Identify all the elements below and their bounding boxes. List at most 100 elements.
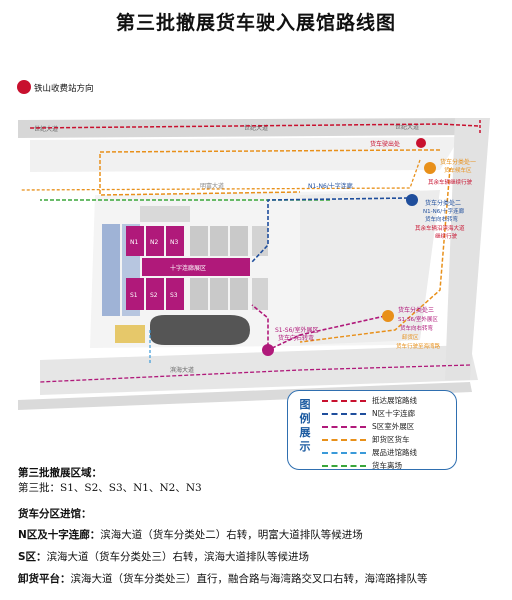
legend-title-char: 例	[299, 412, 311, 425]
hall-n1	[126, 226, 144, 256]
checkpoint-1-sub: 货车候车区	[444, 166, 472, 174]
hall-s3	[166, 278, 184, 310]
batch-area-title: 第三批撤展区域：	[18, 465, 102, 480]
cross-corridor	[142, 258, 250, 276]
batch-line: 第三批：S1、S2、S3、N1、N2、N3	[18, 480, 202, 495]
hall-gray-s5	[210, 278, 228, 310]
hall-gray-s4	[190, 278, 208, 310]
north-block	[30, 137, 460, 172]
legend-title-char: 示	[299, 440, 311, 453]
north-strip	[140, 206, 190, 222]
west-hall-1	[102, 224, 120, 316]
checkpoint-1-marker	[424, 162, 436, 174]
legend-label-unload: 卸货区货车	[372, 435, 410, 444]
unload-platform	[115, 325, 145, 343]
s-zone-label-2: 货车向右转弯	[278, 334, 314, 342]
legend-line-exhibit	[322, 452, 366, 454]
hall-n2	[146, 226, 164, 256]
south-halls: S1 S2 S3	[126, 278, 184, 310]
legend-label-arrival: 抵达展馆路线	[372, 396, 417, 405]
truck-exit-label: 货车驶出处	[370, 140, 400, 148]
checkpoint-2-note1: 货车向右转弯	[425, 215, 459, 223]
legend-line-s-zone	[322, 426, 366, 428]
checkpoint-2-marker	[406, 194, 418, 206]
hall-gray-n5	[210, 226, 228, 256]
batch-line-value: S1、S2、S3、N1、N2、N3	[60, 482, 202, 494]
checkpoint-3-note2: 卸货区	[402, 333, 419, 341]
truck-exit-marker	[416, 138, 426, 148]
route-unload	[99, 149, 451, 343]
south-road	[18, 382, 472, 410]
hall-n1-label: N1	[130, 239, 138, 246]
hall-s1-label: S1	[130, 292, 138, 299]
legend-line-arrival	[322, 400, 366, 402]
checkpoint-2-note2: 其余车辆沿滨海大道	[415, 224, 465, 232]
legend-line-unload	[322, 439, 366, 441]
toll-station-icon	[17, 80, 31, 94]
hall-n3	[166, 226, 184, 256]
batch-line-label: 第三批：	[18, 482, 60, 494]
checkpoint-3-note3: 货车行驶至海湾路	[396, 342, 441, 350]
legend-label-n-zone: N区十字连廊	[372, 409, 416, 418]
road-bottom-label: 滨海大道	[170, 366, 194, 374]
south-building	[150, 315, 250, 345]
checkpoint-1-title: 货车分类处一	[440, 158, 476, 166]
page-title: 第三批撤展货车驶入展馆路线图	[115, 12, 396, 34]
north-halls: N1 N2 N3	[126, 226, 184, 256]
cross-corridor-label: 十字连廊展区	[170, 264, 206, 272]
legend-title-char: 图	[299, 398, 311, 411]
n-zone-text: 滨海大道（货车分类处二）右转，明富大道排队等候进场	[100, 529, 363, 541]
route-binhai	[39, 364, 471, 383]
s-zone-line: S区：滨海大道（货车分类处三）右转，滨海大道排队等候进场	[18, 549, 309, 564]
batch-area-title-text: 第三批撤展区域：	[18, 467, 102, 479]
legend-line-depart	[322, 465, 366, 467]
checkpoint-2-note3: 继续行驶	[435, 232, 458, 240]
n-zone-line: N区及十字连廊：滨海大道（货车分类处二）右转，明富大道排队等候进场	[18, 527, 363, 542]
legend-line-n-zone	[322, 413, 366, 415]
hall-gray-e2	[252, 278, 268, 310]
road-top-1-label: 世纪大道	[34, 125, 58, 133]
hall-s3-label: S3	[170, 292, 178, 299]
hall-n3-label: N3	[170, 239, 178, 246]
legend-title-char: 展	[299, 426, 311, 439]
legend-title: 图 例 展 示	[296, 398, 314, 454]
hall-gray-n4	[190, 226, 208, 256]
toll-direction-label: 铁山收费站方向	[34, 83, 94, 94]
checkpoint-3-marker	[382, 310, 394, 322]
s-zone-text: 滨海大道（货车分类处三）右转，滨海大道排队等候进场	[46, 551, 310, 563]
unload-line: 卸货平台：滨海大道（货车分类处三）直行，融合路与海湾路交叉口右转，海湾路排队等	[18, 571, 428, 586]
checkpoint-3-note1: 货车向右转弯	[400, 324, 434, 332]
hall-s2	[146, 278, 164, 310]
century-road	[18, 118, 478, 138]
hall-n2-label: N2	[150, 239, 158, 246]
legend	[287, 390, 457, 470]
east-ground	[300, 190, 440, 345]
road-top-3-label: 世纪大道	[395, 123, 419, 131]
s-zone-marker	[262, 344, 274, 356]
route-arrival	[29, 123, 479, 129]
checkpoint-1-note: 其余车辆继续行驶	[428, 178, 473, 186]
road-top-2-label: 世纪大道	[244, 124, 268, 132]
hall-gray-n6	[230, 226, 248, 256]
unload-label: 卸货平台：	[18, 573, 71, 585]
legend-label-exhibit: 展品进馆路线	[372, 448, 417, 457]
east-road	[445, 118, 490, 380]
hall-gray-s6	[230, 278, 248, 310]
legend-label-depart: 货车离场	[372, 461, 402, 470]
mid-road-label: 明富大道	[200, 182, 224, 190]
legend-label-s-zone: S区室外展区	[372, 422, 415, 431]
checkpoint-3-title: 货车分类处三	[398, 306, 434, 314]
entry-title: 货车分区进馆：	[18, 506, 92, 521]
corridor-label: N1-N6/十字连廊	[308, 182, 353, 190]
s-zone-info-label: S区：	[18, 551, 47, 563]
entry-title-text: 货车分区进馆：	[18, 508, 92, 520]
checkpoint-2-sub: N1-N6/十字连廊	[423, 207, 465, 215]
checkpoint-3-sub: S1-S6/室外展区	[398, 315, 438, 323]
hall-s2-label: S2	[150, 292, 158, 299]
n-zone-label: N区及十字连廊：	[18, 529, 101, 541]
unload-text: 滨海大道（货车分类处三）直行，融合路与海湾路交叉口右转，海湾路排队等	[70, 573, 428, 585]
hall-gray-e1	[252, 226, 268, 256]
s-zone-label: S1-S6/室外展区	[275, 326, 318, 334]
route-n-zone	[251, 197, 409, 263]
